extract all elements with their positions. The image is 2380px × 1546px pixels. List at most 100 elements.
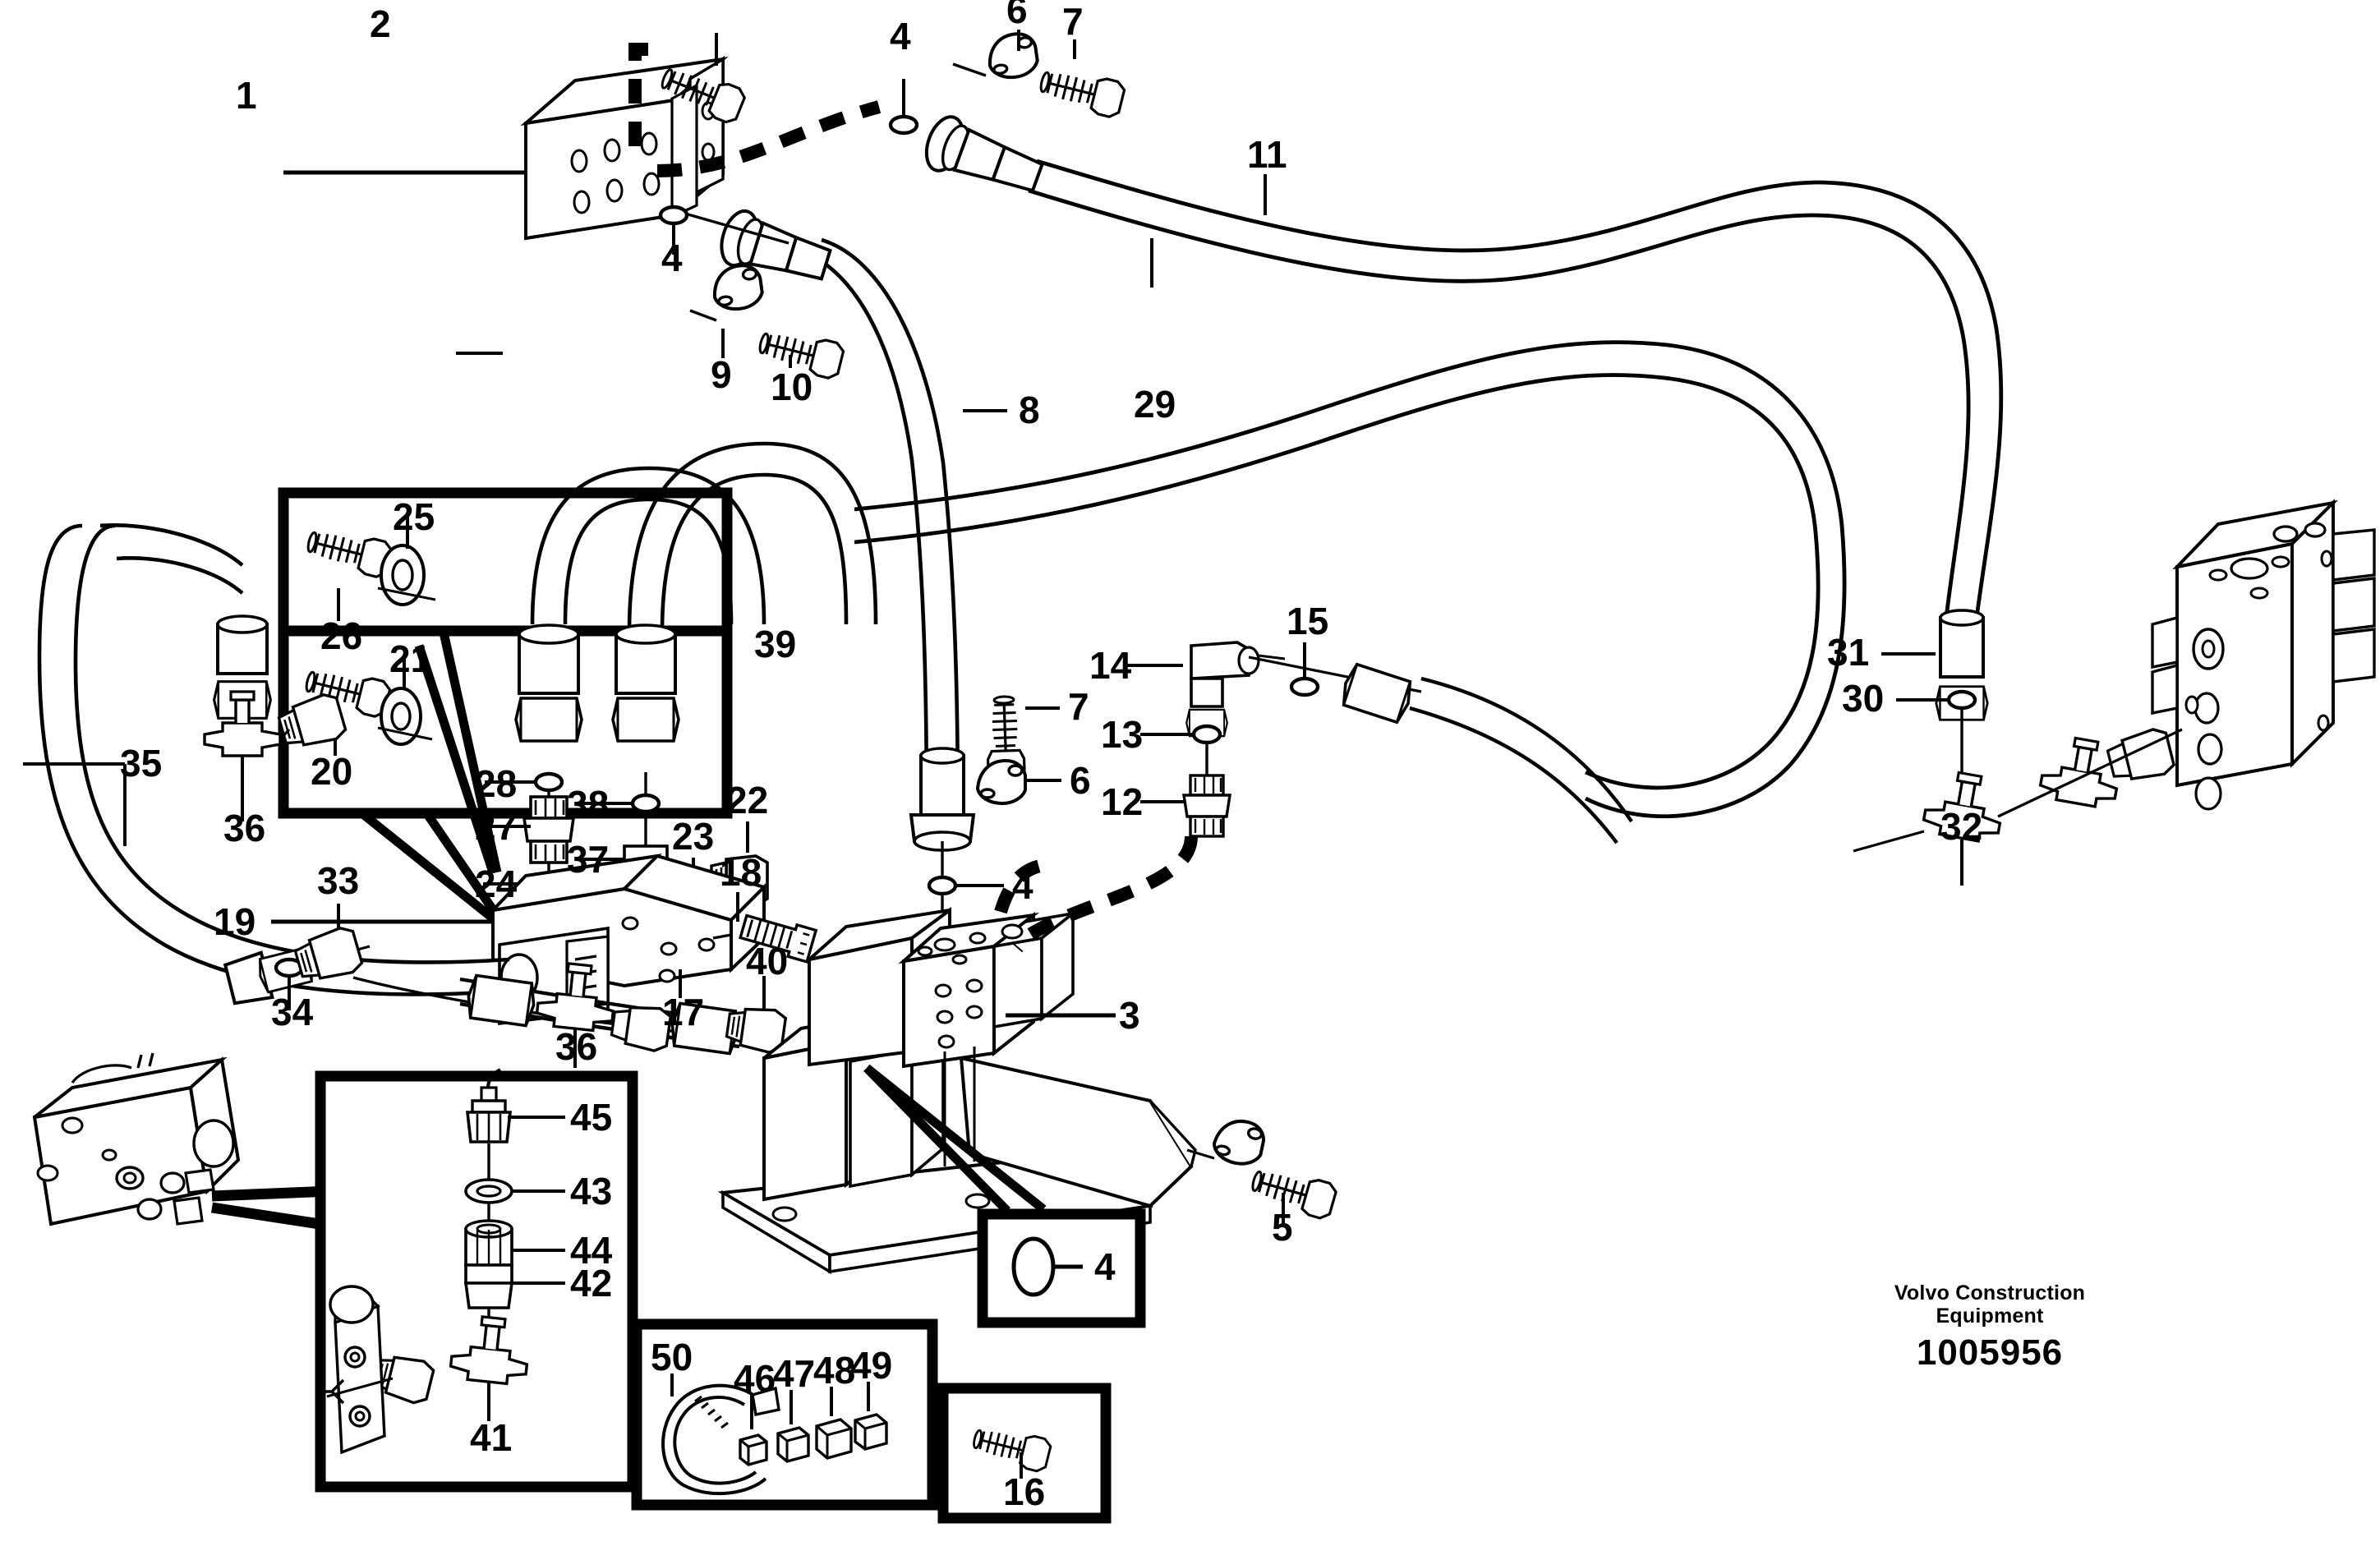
- callout-1: 1: [236, 74, 257, 117]
- detail-box-o-ring-4: [977, 1208, 1146, 1328]
- callout-5: 5: [1272, 1206, 1293, 1249]
- callout-labels: 1 2 4 4 6 7 11 9 10 8 29 25 26 21 20 39 …: [120, 0, 1982, 1513]
- o-ring-28: [536, 774, 562, 790]
- callout-11: 11: [1247, 133, 1287, 176]
- adapter-27: [522, 795, 576, 864]
- callout-16: 16: [1003, 1470, 1045, 1513]
- hose-11-start-fitting: [924, 115, 1045, 193]
- callout-36-lower: 36: [555, 1025, 597, 1068]
- callout-34: 34: [271, 991, 314, 1033]
- pointer-ref-to-detail-a: [211, 1185, 331, 1202]
- clip-47: [776, 1426, 810, 1463]
- hose-11: [1028, 159, 2004, 625]
- axis-36a: [279, 728, 291, 741]
- title-block: Volvo Construction Equipment 1005956: [1834, 1281, 2146, 1373]
- callout-49: 49: [850, 1344, 892, 1387]
- callout-20: 20: [311, 750, 352, 793]
- detail-box-bolt-16: [937, 1383, 1112, 1524]
- pointer-2526-to-19: [439, 631, 502, 874]
- hose-35-upper-end: [213, 614, 272, 720]
- axis-right-rail: [1997, 728, 2183, 818]
- callout-19: 19: [214, 900, 255, 943]
- clip-48: [815, 1418, 853, 1460]
- elbow-14: [1185, 641, 1286, 738]
- callout-50: 50: [651, 1336, 693, 1378]
- callout-27: 27: [475, 805, 517, 848]
- hose-35-lower-end: [223, 946, 317, 1005]
- callout-4-mid: 4: [1012, 864, 1033, 907]
- electrical-lead-valve3-top: [994, 858, 1052, 914]
- hose-14-right: [1409, 676, 1633, 844]
- electrical-lead-upper: [628, 43, 661, 146]
- callout-33: 33: [317, 859, 359, 902]
- pointer-2526b: [414, 644, 498, 874]
- callout-6-mid: 6: [1070, 759, 1091, 802]
- hose-39-left-end: [514, 623, 583, 743]
- callout-7-top: 7: [1062, 0, 1084, 43]
- axis-32: [1853, 830, 1925, 853]
- callout-8: 8: [1019, 389, 1040, 431]
- adapter-33: [293, 926, 364, 980]
- callout-46: 46: [734, 1357, 776, 1400]
- manufacturer-line-2: Equipment: [1936, 1304, 2044, 1327]
- callout-48: 48: [813, 1349, 855, 1392]
- hose-39-right: [627, 441, 878, 633]
- callout-38: 38: [567, 783, 609, 826]
- hose-39-right-end: [611, 623, 680, 743]
- clamp-rod-6a: [952, 62, 987, 77]
- o-ring-30: [1949, 692, 1975, 708]
- drawing-number: 1005956: [1916, 1332, 2064, 1373]
- adapter-12: [1182, 774, 1231, 838]
- callout-14: 14: [1089, 644, 1132, 687]
- hose-nut-lower: [463, 973, 539, 1028]
- callout-13: 13: [1101, 713, 1143, 756]
- adapter-lower-1: [610, 1005, 673, 1052]
- callout-10: 10: [771, 366, 813, 408]
- hose-31-end: [1935, 609, 1989, 721]
- callout-18: 18: [720, 851, 762, 894]
- hose-35-top-curve: [99, 523, 244, 567]
- callout-45: 45: [570, 1096, 612, 1139]
- callout-32: 32: [1940, 805, 1982, 848]
- cable-tie-50: [661, 1383, 780, 1496]
- callout-22: 22: [726, 779, 768, 821]
- callout-39: 39: [754, 623, 796, 665]
- callout-42: 42: [570, 1262, 612, 1304]
- callout-15: 15: [1287, 600, 1328, 642]
- callout-4-box: 4: [1094, 1245, 1116, 1288]
- callout-4-left: 4: [661, 237, 683, 279]
- adapter-right-1: [2106, 728, 2175, 780]
- callout-25: 25: [393, 495, 435, 538]
- callout-9: 9: [711, 353, 732, 396]
- detail-box-cable-tie: [631, 1318, 938, 1511]
- hose-29: [854, 340, 1847, 819]
- callout-21: 21: [389, 637, 431, 680]
- o-ring-4-top: [891, 117, 917, 133]
- callout-7-mid: 7: [1068, 685, 1089, 728]
- electrical-lead-to-valve3: [1011, 835, 1198, 953]
- hose-39-left: [530, 466, 766, 625]
- right-valve-block: [2151, 499, 2376, 811]
- clamp-rod-9: [689, 309, 717, 322]
- pointer-2021-to-19: [357, 808, 496, 923]
- axis-18: [712, 933, 732, 940]
- callout-24: 24: [475, 863, 518, 905]
- hose-8-lower-fitting: [909, 747, 976, 852]
- callout-12: 12: [1101, 780, 1143, 823]
- clip-46: [739, 1433, 768, 1466]
- callout-4-top: 4: [890, 15, 911, 58]
- manufacturer-line-1: Volvo Construction: [1894, 1281, 2086, 1304]
- hose-8: [788, 237, 960, 822]
- callout-30: 30: [1842, 677, 1884, 720]
- o-ring-4-left: [661, 207, 687, 223]
- callout-36-upper: 36: [223, 807, 265, 849]
- callout-23: 23: [672, 815, 714, 858]
- pointer-ref-to-detail-b: [211, 1202, 331, 1231]
- callout-31: 31: [1827, 631, 1869, 674]
- callout-40: 40: [746, 940, 788, 982]
- callout-26: 26: [320, 614, 362, 657]
- callout-2: 2: [370, 2, 391, 45]
- callout-3: 3: [1119, 994, 1140, 1037]
